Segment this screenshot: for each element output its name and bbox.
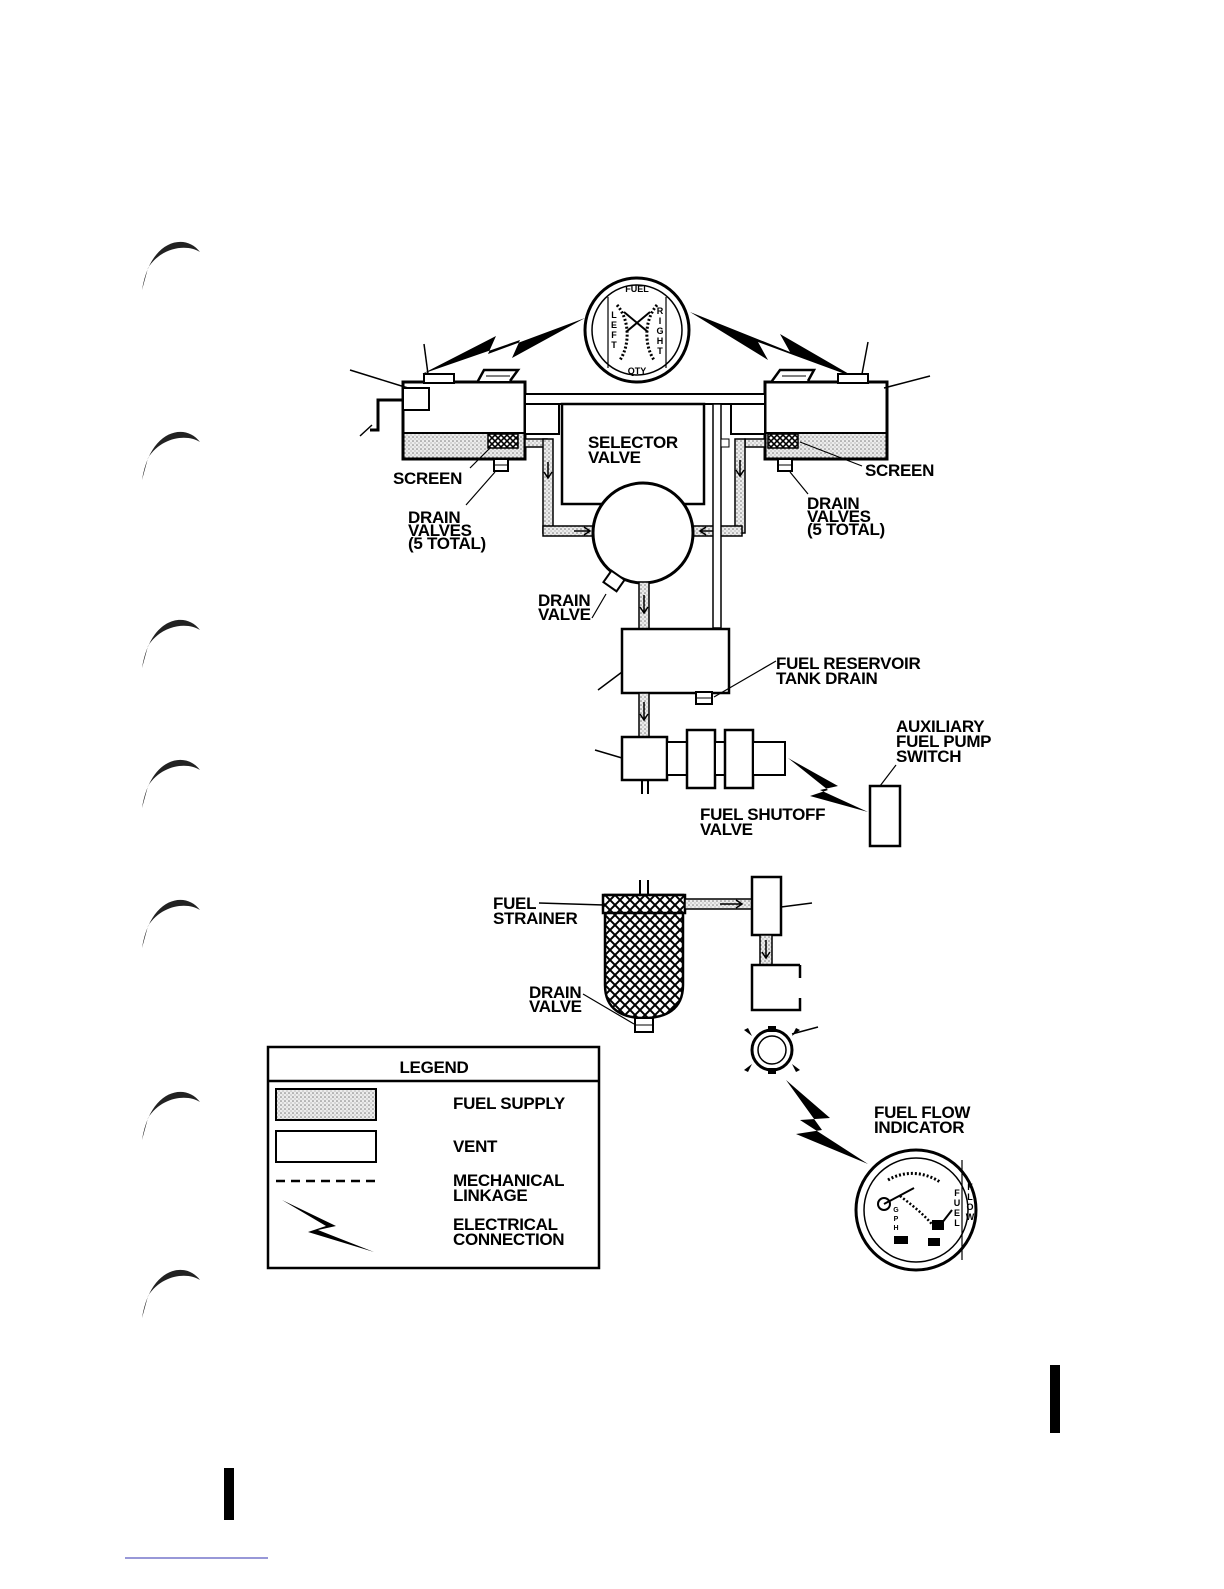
shutoff-valve-label-line-1: FUEL SHUTOFF — [700, 805, 825, 824]
change-bar-right — [1050, 1365, 1060, 1433]
strainer-to-flow-line — [684, 875, 813, 1012]
selector-valve-label-line-1: SELECTOR — [588, 433, 678, 452]
qty-gauge-bottom-label: QTY — [628, 366, 647, 376]
fuel-flow-indicator-label-line-1: FUEL FLOW — [874, 1103, 971, 1122]
flow-mid-letter-3: E — [954, 1208, 960, 1218]
right-fuel-tank — [763, 341, 931, 495]
legend-label-electrical-connection-line-2: CONNECTION — [453, 1230, 564, 1249]
flow-right-letter-2: L — [967, 1192, 973, 1202]
qty-right-letter-2: I — [659, 316, 662, 326]
reservoir-drain-label-line-2: TANK DRAIN — [776, 669, 878, 688]
aux-pump-switch-label-line-1: AUXILIARY — [896, 717, 985, 736]
drain-valve-selector-label-line-1: DRAIN — [538, 591, 590, 610]
fuel-reservoir-tank — [597, 627, 777, 705]
drain-valves-left-label-line-2: VALVES — [408, 521, 472, 540]
drain-valves-right-label-line-3: (5 TOTAL) — [807, 520, 885, 539]
fuel-flow-transducer — [744, 1026, 819, 1074]
auxiliary-fuel-pump-switch — [868, 764, 902, 848]
drain-valve-strainer-label-line-2: VALVE — [529, 997, 582, 1016]
flow-mid-letter-4: L — [954, 1218, 960, 1228]
fuel-strainer-label-line-1: FUEL — [493, 894, 536, 913]
legend-symbol-vent — [275, 1130, 377, 1163]
drain-valve-strainer-label-line-1: DRAIN — [529, 983, 581, 1002]
flow-left-letter-3: H — [893, 1225, 898, 1232]
electrical-bolt-left — [422, 318, 585, 374]
drain-valve-selector-label-line-2: VALVE — [538, 605, 591, 624]
binder-hole-marks — [142, 241, 200, 1318]
electrical-bolt-fuel-flow — [786, 1080, 868, 1164]
screen-right-label: SCREEN — [865, 461, 934, 480]
qty-left-letter-2: E — [611, 320, 617, 330]
qty-left-letter-3: F — [611, 330, 617, 340]
legend-title: LEGEND — [399, 1058, 468, 1077]
fuel-strainer — [538, 880, 687, 1033]
drain-valves-right-label-line-2: VALVES — [807, 507, 871, 526]
flow-right-letter-4: W — [966, 1212, 975, 1222]
fuel-strainer-label-line-2: STRAINER — [493, 909, 578, 928]
left-fuel-tank — [349, 343, 527, 506]
electrical-bolt-right — [690, 312, 856, 378]
qty-gauge-top-label: FUEL — [625, 284, 649, 294]
qty-right-letter-3: G — [656, 326, 663, 336]
drain-valves-right-label-line-1: DRAIN — [807, 494, 859, 513]
legend-label-mechanical-linkage-line-2: LINKAGE — [453, 1186, 527, 1205]
shutoff-valve-label-line-2: VALVE — [700, 820, 753, 839]
legend-label-electrical-connection-line-1: ELECTRICAL — [453, 1215, 558, 1234]
selector-valve-label-line-2: VALVE — [588, 448, 641, 467]
qty-left-letter-4: T — [611, 340, 617, 350]
qty-right-letter-4: H — [657, 336, 664, 346]
reservoir-drain-label-line-1: FUEL RESERVOIR — [776, 654, 920, 673]
screen-left-label: SCREEN — [393, 469, 462, 488]
legend-label-mechanical-linkage-line-1: MECHANICAL — [453, 1171, 564, 1190]
fuel-flow-indicator-gauge: FLOW FUEL GPH — [854, 1148, 978, 1272]
flow-mid-letter-1: F — [954, 1188, 960, 1198]
fuel-flow-indicator-label-line-2: INDICATOR — [874, 1118, 964, 1137]
drain-valves-left-label-line-3: (5 TOTAL) — [408, 534, 486, 553]
flow-left-letter-1: G — [893, 1207, 899, 1214]
qty-left-letter-1: L — [611, 310, 617, 320]
legend-label-vent: VENT — [453, 1137, 498, 1156]
flow-right-letter-1: F — [967, 1182, 973, 1192]
flow-gauge-right-label: FLOW — [966, 1182, 975, 1222]
change-bar-left — [224, 1468, 234, 1520]
flow-right-letter-3: O — [966, 1202, 973, 1212]
aux-pump-switch-label-line-2: FUEL PUMP — [896, 732, 991, 751]
legend-label-fuel-supply: FUEL SUPPLY — [453, 1094, 566, 1113]
drain-valves-left-label-line-1: DRAIN — [408, 508, 460, 527]
electrical-bolt-aux-pump — [788, 758, 868, 812]
qty-right-letter-1: R — [657, 306, 664, 316]
qty-right-letter-5: T — [657, 346, 663, 356]
vent-crossover-line — [524, 393, 766, 435]
aux-pump-switch-label-line-3: SWITCH — [896, 747, 961, 766]
flow-gauge-mid-label: FUEL — [954, 1188, 961, 1228]
auxiliary-fuel-pump — [594, 728, 786, 794]
flow-left-letter-2: P — [894, 1216, 899, 1223]
selector-valve — [524, 402, 766, 629]
legend-symbol-fuel-supply — [275, 1088, 377, 1121]
flow-mid-letter-2: U — [954, 1198, 961, 1208]
legend-symbol-electrical-connection — [282, 1200, 374, 1252]
flow-gauge-left-label: GPH — [893, 1207, 899, 1232]
